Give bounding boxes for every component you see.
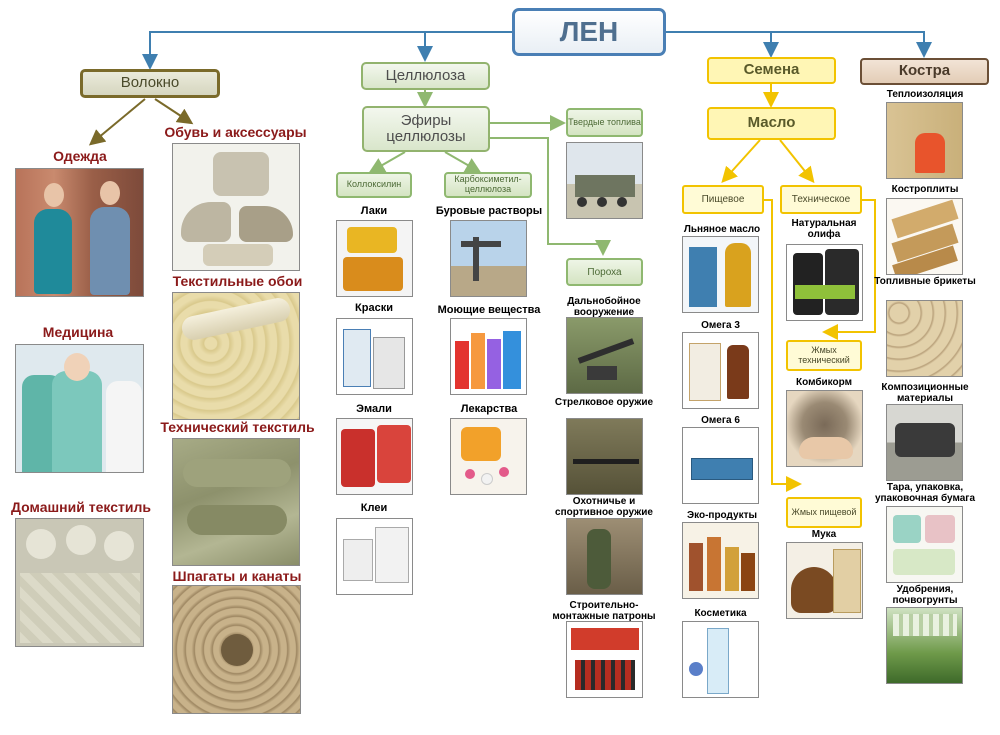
label-long-range: Дальнобойное вооружение bbox=[567, 296, 641, 318]
cake-tech-box: Жмых технический bbox=[786, 340, 862, 371]
wallpaper-image bbox=[172, 292, 300, 420]
root-title: ЛЕН bbox=[559, 15, 619, 47]
insulation-image bbox=[886, 102, 963, 179]
label-small-arms: Стрелковое оружие bbox=[554, 397, 654, 408]
hunting-image bbox=[566, 518, 643, 595]
cellulose-ethers-box: Эфиры целлюлозы bbox=[362, 106, 490, 152]
branch-cellulose: Целлюлоза bbox=[361, 62, 490, 90]
branch-shive-label: Костра bbox=[898, 62, 951, 80]
label-drying-oil: Натуральная олифа bbox=[791, 218, 857, 240]
label-paints: Краски bbox=[355, 302, 393, 314]
branch-fiber: Волокно bbox=[80, 69, 220, 98]
label-omega6: Омега 6 bbox=[701, 415, 740, 426]
packaging-image bbox=[886, 506, 963, 583]
cmc-box: Карбоксиметил-целлюлоза bbox=[444, 172, 532, 198]
label-fertilizers: Удобрения, почвогрунты bbox=[892, 584, 958, 606]
food-box: Пищевое bbox=[682, 185, 764, 214]
label-packaging: Тара, упаковка, упаковочная бумага bbox=[874, 482, 976, 504]
tech-textile-image bbox=[172, 438, 300, 566]
label-lacquers: Лаки bbox=[360, 205, 388, 217]
boards-image bbox=[886, 198, 963, 275]
drilling-image bbox=[450, 220, 527, 297]
small-arms-image bbox=[566, 418, 643, 495]
twine-image bbox=[172, 585, 301, 714]
solid-fuel-image bbox=[566, 142, 643, 219]
paints-image bbox=[336, 318, 413, 395]
label-medicines: Лекарства bbox=[460, 403, 518, 415]
label-linseed-oil: Льняное масло bbox=[683, 224, 761, 235]
drying-oil-image bbox=[786, 244, 863, 321]
label-insulation: Теплоизоляция bbox=[886, 89, 964, 100]
label-tech-textile: Технический текстиль bbox=[160, 419, 315, 435]
label-glues: Клеи bbox=[360, 502, 388, 514]
home-textile-image bbox=[15, 518, 144, 647]
cake-food-box: Жмых пищевой bbox=[786, 497, 862, 528]
label-detergents: Моющие вещества bbox=[437, 304, 541, 316]
cake-tech-label: Жмых технический bbox=[798, 344, 850, 365]
label-twine: Шпагаты и канаты bbox=[172, 568, 302, 584]
composites-image bbox=[886, 404, 963, 481]
colloxylin-box: Коллоксилин bbox=[336, 172, 412, 198]
label-flour: Мука bbox=[811, 529, 837, 540]
label-enamels: Эмали bbox=[356, 403, 392, 415]
label-boards: Костроплиты bbox=[891, 184, 959, 195]
label-shoes: Обувь и аксессуары bbox=[164, 124, 307, 140]
omega6-image bbox=[682, 427, 759, 504]
briquettes-image bbox=[886, 300, 963, 377]
technical-label: Техническое bbox=[791, 194, 851, 205]
colloxylin-label: Коллоксилин bbox=[346, 179, 402, 190]
medicines-image bbox=[450, 418, 527, 495]
powder-label: Пороха bbox=[587, 266, 622, 278]
label-construction: Строительно-монтажные патроны bbox=[552, 600, 656, 622]
label-eco: Эко-продукты bbox=[686, 510, 758, 521]
shoes-image bbox=[172, 143, 300, 271]
fertilizers-image bbox=[886, 607, 963, 684]
root-node: ЛЕН bbox=[512, 8, 666, 56]
label-briquettes: Топливные брикеты bbox=[874, 276, 976, 287]
powder-box: Пороха bbox=[566, 258, 643, 286]
food-label: Пищевое bbox=[701, 194, 745, 205]
label-omega3: Омега 3 bbox=[701, 320, 740, 331]
oil-box: Масло bbox=[707, 107, 836, 140]
label-home-textile: Домашний текстиль bbox=[11, 499, 151, 515]
eco-image bbox=[682, 522, 759, 599]
label-composites: Композиционные материалы bbox=[881, 382, 969, 404]
technical-box: Техническое bbox=[780, 185, 862, 214]
label-medicine: Медицина bbox=[42, 324, 114, 340]
branch-seeds-label: Семена bbox=[743, 61, 800, 79]
label-drilling: Буровые растворы bbox=[435, 205, 543, 217]
oil-label: Масло bbox=[747, 114, 796, 132]
branch-fiber-label: Волокно bbox=[120, 74, 180, 92]
flour-image bbox=[786, 542, 863, 619]
cosmetics-image bbox=[682, 621, 759, 698]
feed-image bbox=[786, 390, 863, 467]
detergents-image bbox=[450, 318, 527, 395]
clothing-image bbox=[15, 168, 144, 297]
label-hunting: Охотничье и спортивное оружие bbox=[555, 496, 653, 518]
label-feed: Комбикорм bbox=[795, 377, 853, 388]
omega3-image bbox=[682, 332, 759, 409]
long-range-image bbox=[566, 317, 643, 394]
label-cosmetics: Косметика bbox=[694, 608, 747, 619]
lacquers-image bbox=[336, 220, 413, 297]
solid-fuel-label: Твердые топлива bbox=[568, 116, 641, 127]
cmc-label: Карбоксиметил-целлюлоза bbox=[454, 174, 522, 194]
construction-image bbox=[566, 621, 643, 698]
branch-cellulose-label: Целлюлоза bbox=[385, 66, 466, 84]
branch-shive: Костра bbox=[860, 58, 989, 85]
cellulose-ethers-label: Эфиры целлюлозы bbox=[386, 111, 466, 145]
enamels-image bbox=[336, 418, 413, 495]
solid-fuel-box: Твердые топлива bbox=[566, 108, 643, 137]
glues-image bbox=[336, 518, 413, 595]
branch-seeds: Семена bbox=[707, 57, 836, 84]
cake-food-label: Жмых пищевой bbox=[791, 506, 857, 517]
label-clothing: Одежда bbox=[53, 148, 107, 164]
linseed-oil-image bbox=[682, 236, 759, 313]
label-wallpaper: Текстильные обои bbox=[172, 273, 303, 289]
medicine-image bbox=[15, 344, 144, 473]
